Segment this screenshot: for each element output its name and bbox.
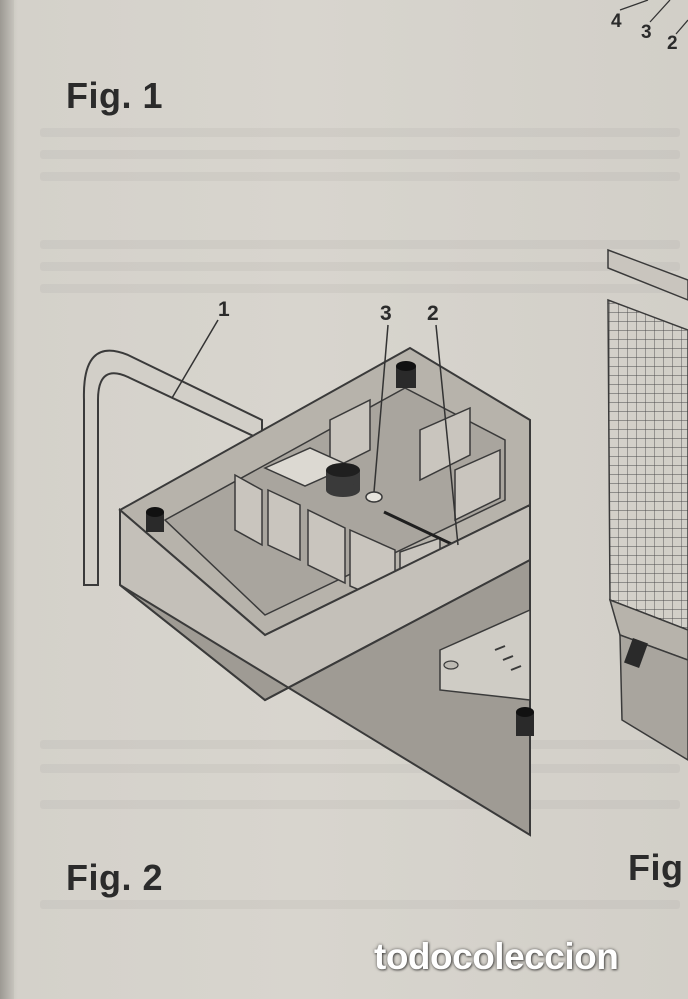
bleed-through-line xyxy=(40,262,680,271)
bleed-through-line xyxy=(40,900,680,909)
handle xyxy=(82,349,263,586)
compartment-dividers xyxy=(234,398,501,608)
fig2-illustration xyxy=(82,319,534,837)
callout-3-top: 3 xyxy=(641,22,652,43)
figure-1-label: Fig. 1 xyxy=(66,75,164,116)
watermark: todocoleccion xyxy=(374,936,619,977)
callout-2-top: 2 xyxy=(667,33,678,54)
vent-slots xyxy=(494,645,522,671)
figure-3-partial-label: Fig xyxy=(628,847,684,888)
callout-4-top: 4 xyxy=(611,11,622,32)
top-leader-lines xyxy=(619,0,688,35)
bleed-through-line xyxy=(40,284,680,293)
bleed-through-line xyxy=(40,800,680,809)
bleed-through-line xyxy=(40,150,680,159)
bleed-through-line xyxy=(40,240,680,249)
callout-2: 2 xyxy=(427,302,439,325)
callout-3: 3 xyxy=(380,302,392,325)
callout-1: 1 xyxy=(218,298,230,321)
rubber-feet xyxy=(146,361,534,736)
fig3-partial-illustration xyxy=(607,248,688,761)
bleed-through-line xyxy=(40,172,680,181)
tray-base-face xyxy=(119,558,531,837)
book-spine-shadow xyxy=(0,0,14,999)
bleed-through-line xyxy=(40,128,680,137)
screw-hole xyxy=(365,491,383,503)
leader-lines xyxy=(171,319,459,546)
vent-panel xyxy=(439,608,531,701)
bleed-through-line xyxy=(40,764,680,773)
figure-2-label: Fig. 2 xyxy=(66,857,164,898)
knob xyxy=(326,463,360,497)
bleed-through-line xyxy=(40,740,680,749)
